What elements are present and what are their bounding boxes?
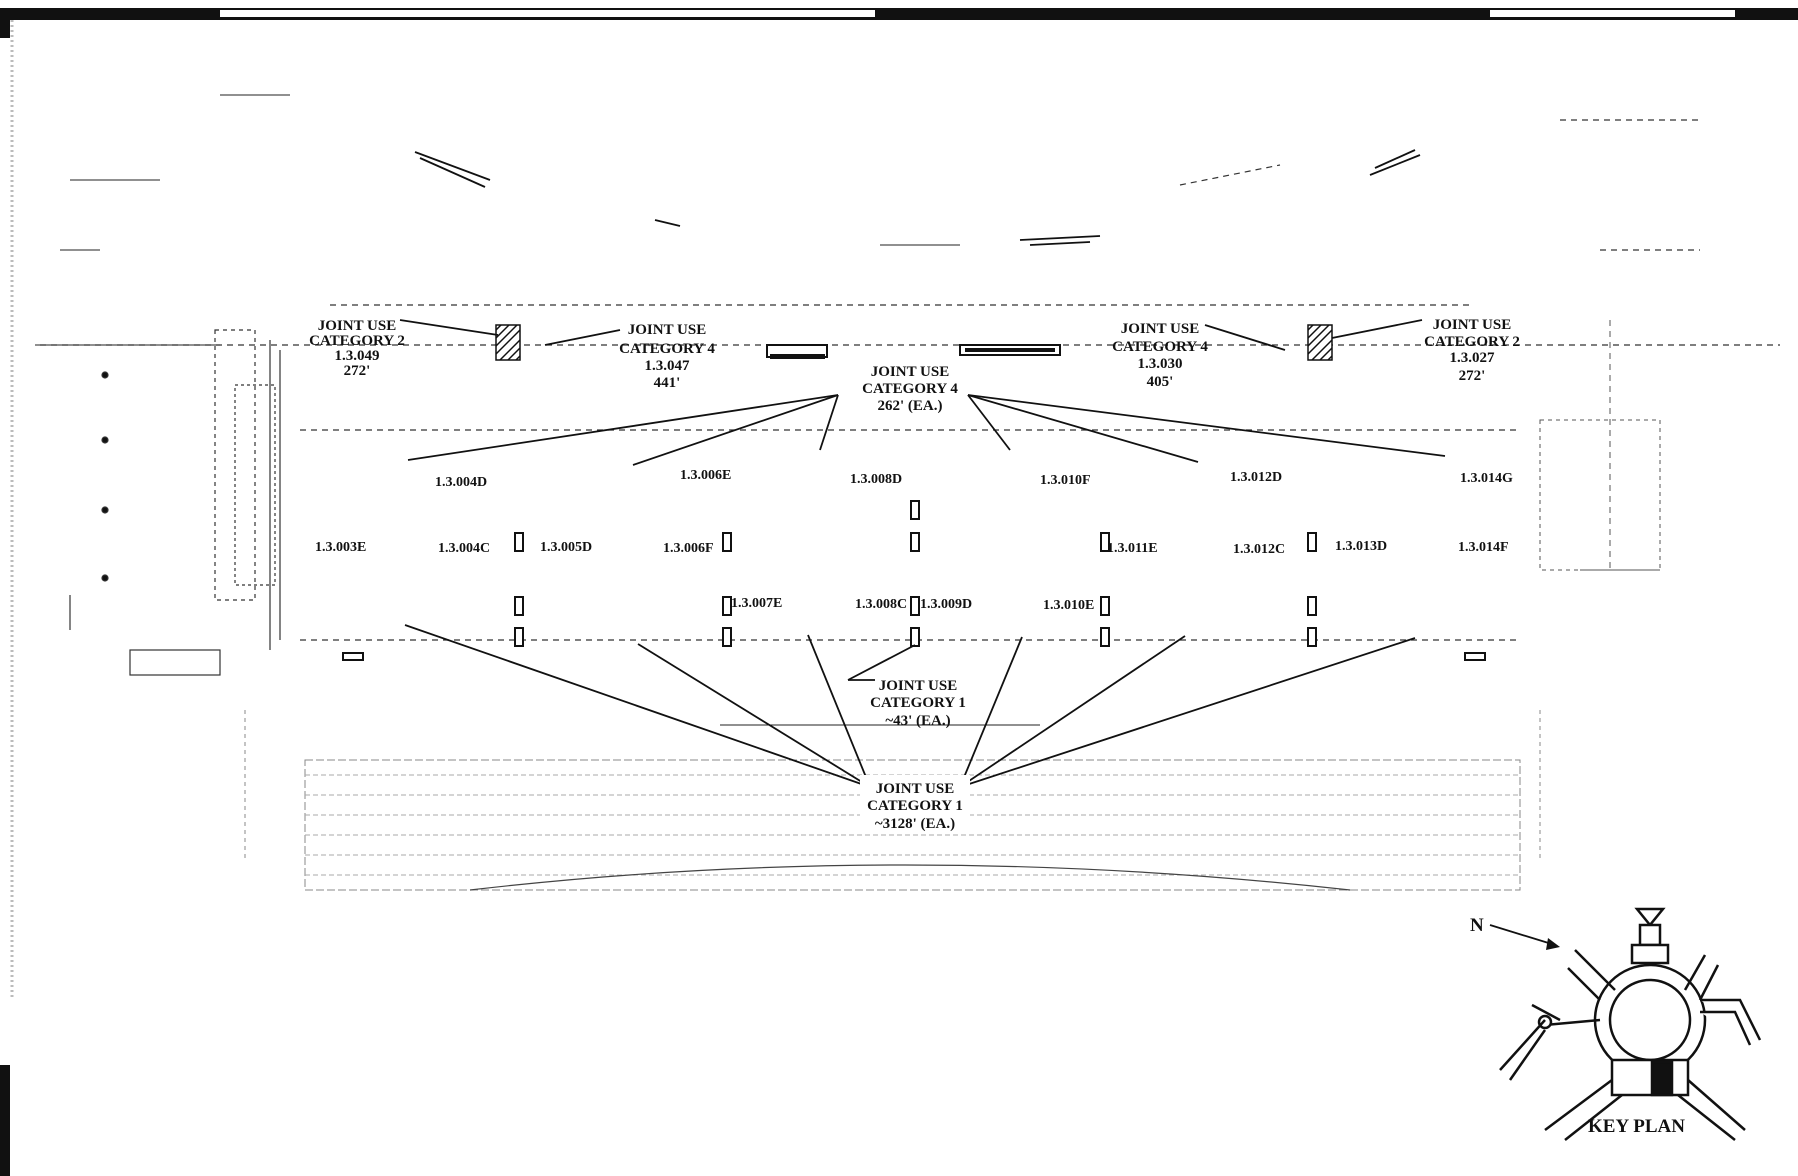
room-label: 1.3.005D (540, 540, 592, 555)
key-plan-building-icon (1499, 907, 1762, 1141)
callout-right-cat2: JOINT USE CATEGORY 2 1.3.027 272' (1424, 317, 1520, 384)
key-plan: N KEY PLAN (1470, 907, 1762, 1141)
room-label: 1.3.004D (435, 475, 487, 490)
callout-length: 441' (654, 375, 681, 391)
callout-room: 1.3.049 (335, 348, 380, 364)
room-label: 1.3.012D (1230, 470, 1282, 485)
callout-center-cat1-large: JOINT USE CATEGORY 1 ~3128' (EA.) (860, 775, 970, 833)
callout-room: 1.3.030 (1138, 356, 1183, 372)
background-linework (35, 94, 1780, 891)
left-wing-detail (69, 329, 281, 676)
callout-right-cat4: JOINT USE CATEGORY 4 1.3.030 405' (1112, 321, 1208, 390)
room-label: 1.3.014G (1460, 471, 1513, 486)
room-label: 1.3.013D (1335, 539, 1387, 554)
callout-room: 1.3.027 (1450, 350, 1496, 366)
room-label: 1.3.006E (680, 468, 731, 483)
callout-line2: CATEGORY 4 (1112, 339, 1208, 355)
callout-line1: JOINT USE (871, 364, 950, 380)
room-label: 1.3.004C (438, 541, 490, 556)
callout-length: 262' (EA.) (878, 398, 943, 414)
callout-line1: JOINT USE (879, 678, 958, 694)
room-label: 1.3.007E (731, 596, 782, 611)
callout-line1: JOINT USE (1121, 321, 1200, 337)
room-label: 1.3.010F (1040, 473, 1091, 488)
callout-line1: JOINT USE (318, 318, 397, 334)
callout-line2: CATEGORY 1 (870, 695, 966, 711)
callout-line1: JOINT USE (628, 322, 707, 338)
callout-length: ~43' (EA.) (885, 713, 950, 729)
room-label: 1.3.009D (920, 597, 972, 612)
callout-line2: CATEGORY 1 (867, 798, 963, 814)
callout-center-cat4: JOINT USE CATEGORY 4 262' (EA.) (862, 364, 958, 414)
door-markers (342, 500, 1486, 661)
callout-line2: CATEGORY 4 (862, 381, 958, 397)
room-label: 1.3.014F (1458, 540, 1509, 555)
callout-center-cat1-small: JOINT USE CATEGORY 1 ~43' (EA.) (870, 678, 966, 729)
callout-line2: CATEGORY 2 (1424, 334, 1520, 350)
room-label: 1.3.010E (1043, 598, 1094, 613)
callout-left-cat2: JOINT USE CATEGORY 2 1.3.049 272' (309, 318, 405, 379)
callout-length: 272' (1459, 368, 1486, 384)
room-label: 1.3.011E (1107, 541, 1158, 556)
right-wing-detail (1539, 320, 1661, 571)
room-label: 1.3.008C (855, 597, 907, 612)
callout-left-cat4: JOINT USE CATEGORY 4 1.3.047 441' (619, 322, 715, 391)
room-label: 1.3.003E (315, 540, 366, 555)
hatched-area-left (495, 324, 521, 361)
room-labels: 1.3.004D 1.3.006E 1.3.008D 1.3.010F 1.3.… (315, 468, 1513, 613)
room-label: 1.3.008D (850, 472, 902, 487)
key-plan-title: KEY PLAN (1588, 1116, 1685, 1137)
room-label: 1.3.006F (663, 541, 714, 556)
north-label: N (1470, 915, 1484, 936)
seating-area (244, 710, 1541, 891)
leader-lines (399, 319, 1446, 788)
callout-line2: CATEGORY 4 (619, 341, 715, 357)
hatched-area-right (1307, 324, 1333, 361)
callout-line1: JOINT USE (1433, 317, 1512, 333)
callout-line1: JOINT USE (876, 781, 955, 797)
sheet-border (0, 6, 1798, 1176)
callout-length: 405' (1147, 374, 1174, 390)
callout-room: 1.3.047 (645, 358, 691, 374)
callout-length: ~3128' (EA.) (875, 816, 955, 832)
callout-line2: CATEGORY 2 (309, 333, 405, 349)
room-label: 1.3.012C (1233, 542, 1285, 557)
callout-length: 272' (344, 363, 371, 379)
